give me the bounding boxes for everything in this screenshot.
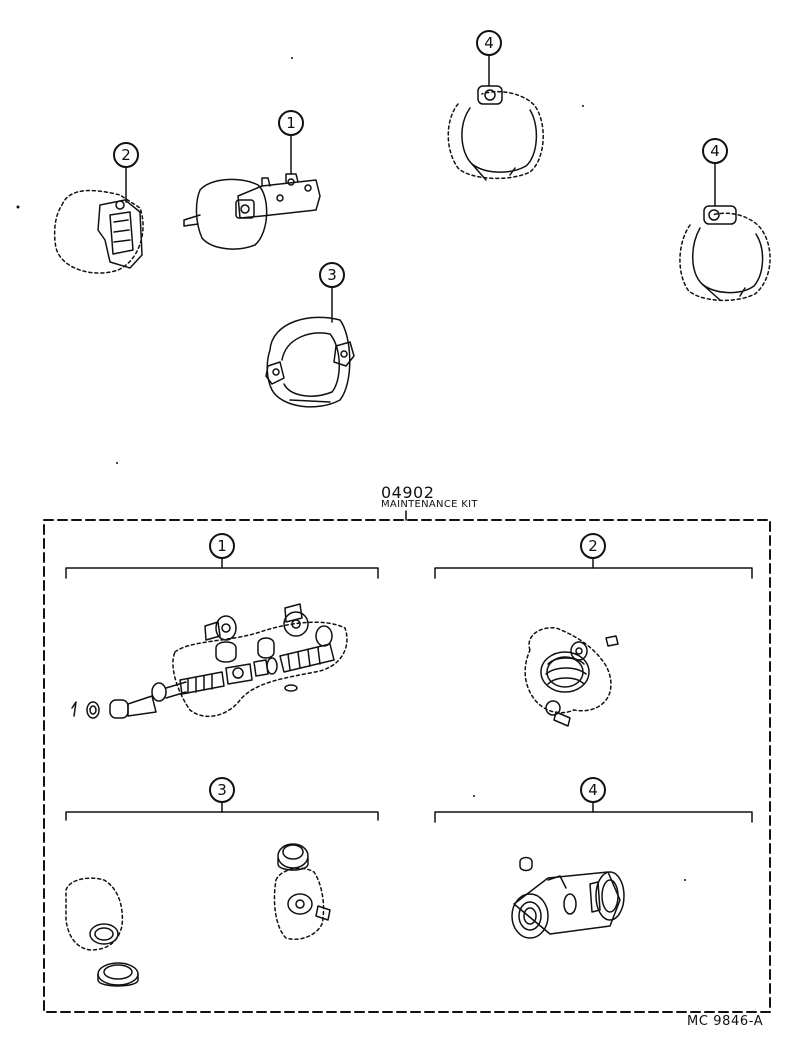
callout-kit-group-3: 3 xyxy=(209,777,235,803)
callout-shoe-center: 3 xyxy=(319,262,345,288)
wheel-cylinder-kit-parts-drawing xyxy=(511,856,625,939)
callout-shoe-upper: 4 xyxy=(476,30,502,56)
callout-caliper: 2 xyxy=(113,142,139,168)
group-bracket-3 xyxy=(65,801,379,821)
drum-shoe-center-drawing xyxy=(265,316,355,408)
callout-kit-group-4: 4 xyxy=(580,777,606,803)
group-bracket-1 xyxy=(65,557,379,579)
kit-name-label: MAINTENANCE KIT xyxy=(381,499,478,510)
callout-kit-group-2: 2 xyxy=(580,533,606,559)
group-bracket-2 xyxy=(434,557,753,579)
callout-kit-group-1: 1 xyxy=(209,533,235,559)
callout-shoe-right: 4 xyxy=(702,138,728,164)
diagram-reference-code: MC 9846-A xyxy=(687,1014,764,1029)
callout-master-cylinder: 1 xyxy=(278,110,304,136)
drum-shoe-upper-drawing xyxy=(447,85,544,181)
master-cylinder-booster-drawing xyxy=(183,173,321,250)
master-cylinder-kit-parts-drawing xyxy=(71,603,348,719)
kit-boundary-box xyxy=(43,519,771,1013)
caliper-kit-parts-drawing xyxy=(524,627,619,727)
shoe-kit-parts-left-drawing xyxy=(65,877,139,987)
group-bracket-4 xyxy=(434,801,753,823)
disc-caliper-assembly-drawing xyxy=(53,189,144,274)
shoe-kit-parts-right-drawing xyxy=(273,843,331,940)
drum-shoe-right-drawing xyxy=(679,205,771,302)
kit-part-number: 04902 xyxy=(381,483,435,502)
